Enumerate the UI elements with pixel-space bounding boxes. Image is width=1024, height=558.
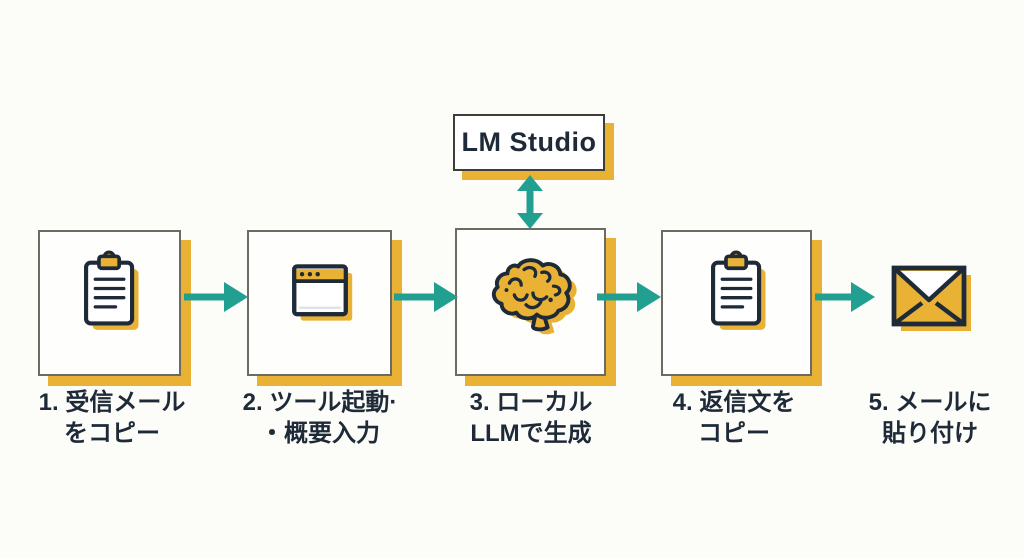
flow-arrow-icon bbox=[597, 282, 661, 312]
step-label-1: 1. 受信メール をコピー bbox=[0, 388, 227, 449]
step-label-3: 3. ローカル LLMで生成 bbox=[416, 388, 646, 449]
step-label-5-line2: 貼り付け bbox=[882, 419, 978, 447]
step-label-3-line1: 3. ローカル bbox=[469, 389, 593, 416]
step-label-1-line1: 1. 受信メール bbox=[38, 389, 186, 416]
step-label-3-line2: LLMで生成 bbox=[470, 419, 592, 447]
step-label-4: 4. 返信文を コピー bbox=[619, 388, 849, 449]
step-box-3 bbox=[455, 228, 606, 376]
step-box-4 bbox=[661, 230, 812, 376]
step-label-2: 2. ツール起動· ・概要入力 bbox=[205, 388, 435, 449]
step-label-1-line2: をコピー bbox=[64, 419, 160, 447]
lm-studio-box: LM Studio bbox=[453, 114, 605, 171]
step-box-2 bbox=[247, 230, 392, 376]
step-label-5-line1: 5. メールに bbox=[868, 389, 992, 416]
flow-arrow-icon bbox=[815, 282, 875, 312]
flow-arrow-icon bbox=[184, 282, 248, 312]
lm-studio-label: LM Studio bbox=[461, 127, 597, 157]
brain-icon bbox=[491, 258, 577, 335]
step-label-5: 5. メールに 貼り付け bbox=[815, 388, 1024, 449]
bidirectional-arrow-icon bbox=[517, 175, 543, 229]
step-label-4-line2: コピー bbox=[698, 419, 770, 447]
envelope-icon bbox=[891, 265, 971, 331]
clipboard-icon bbox=[710, 250, 766, 330]
step-label-4-line1: 4. 返信文を bbox=[672, 389, 796, 416]
step-label-2-line2: ・概要入力 bbox=[260, 419, 380, 447]
flow-arrow-icon bbox=[394, 282, 458, 312]
browser-window-icon bbox=[291, 264, 352, 321]
clipboard-icon bbox=[83, 250, 139, 330]
step-box-1 bbox=[38, 230, 181, 376]
step-label-2-line1: 2. ツール起動· bbox=[242, 389, 398, 416]
